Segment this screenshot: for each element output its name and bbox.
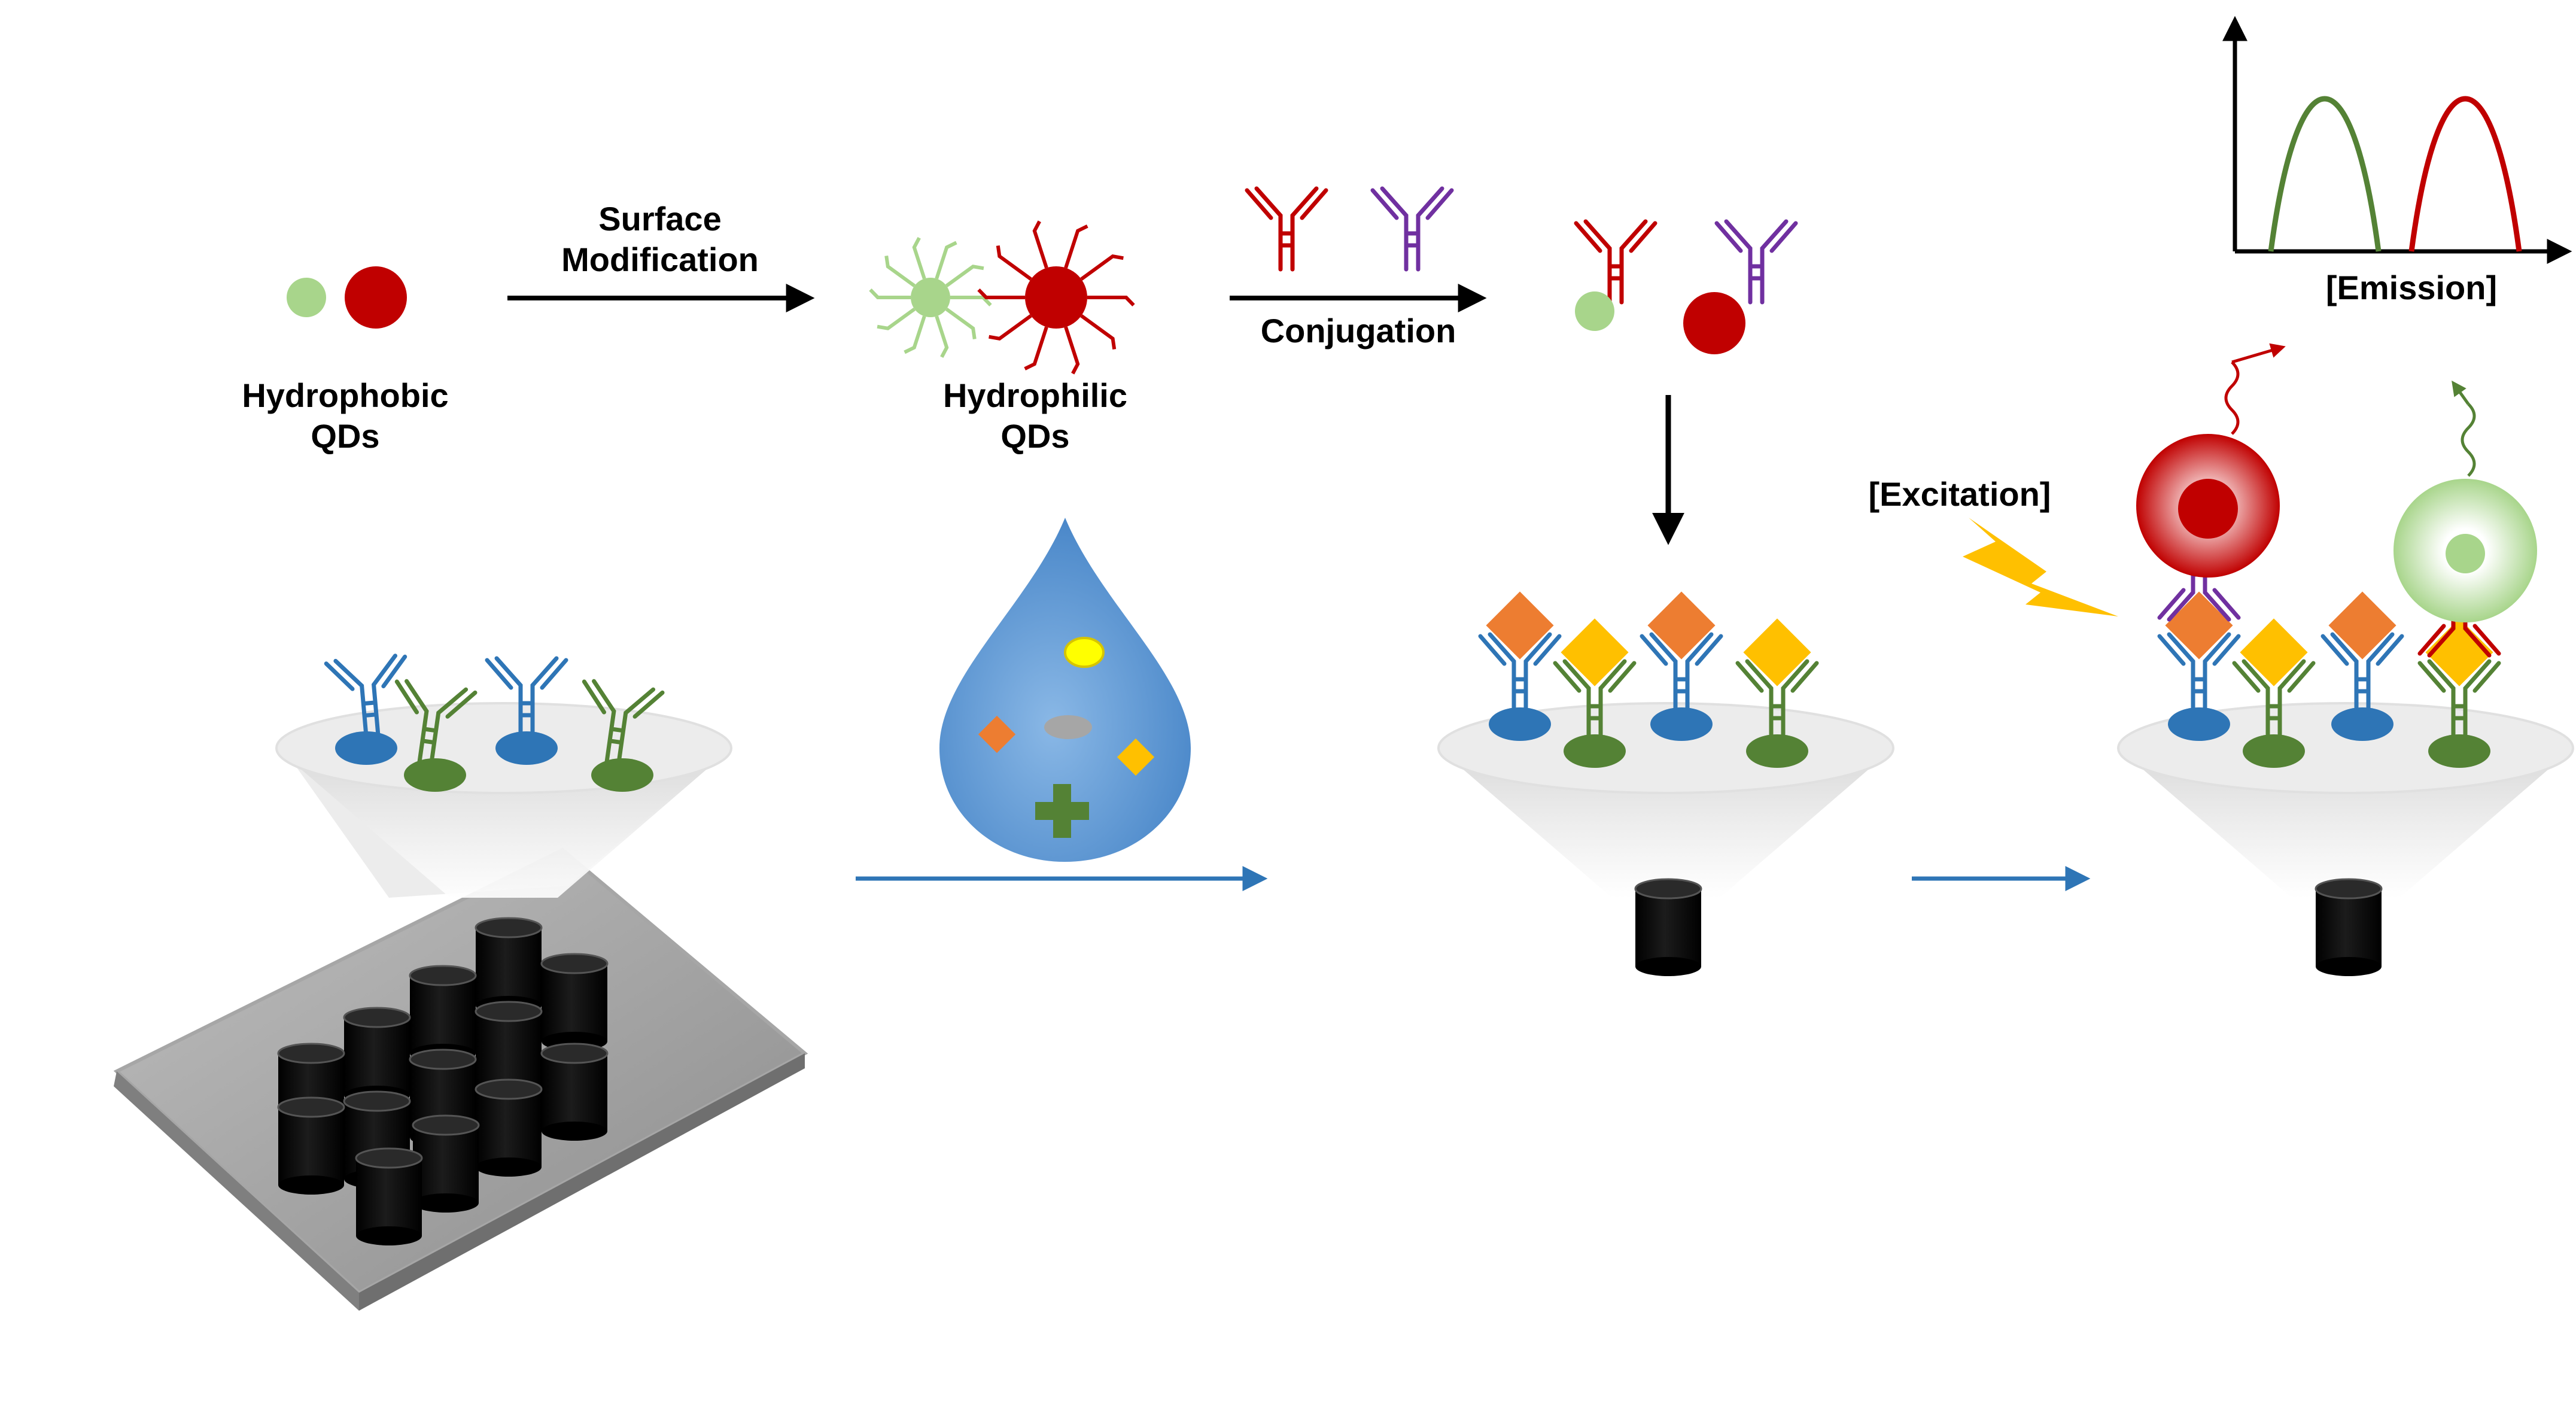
antibody-icon xyxy=(1373,189,1452,269)
capture-base xyxy=(335,731,397,765)
green-emitting-qd xyxy=(2393,380,2537,622)
well-cylinder xyxy=(277,1096,345,1196)
funnel-icon xyxy=(275,702,732,899)
ligand xyxy=(935,241,957,279)
surface-label-1: Surface xyxy=(598,200,721,238)
antigen-icon xyxy=(1064,637,1105,668)
ligand xyxy=(1064,224,1088,269)
capture-base xyxy=(2428,734,2490,768)
detector-icon xyxy=(1634,878,1702,977)
capture-base xyxy=(1650,707,1713,741)
hydrophobic-qds xyxy=(287,266,407,329)
antigen-icon xyxy=(2425,618,2493,686)
quantum-dot-icon xyxy=(911,278,950,317)
ligand xyxy=(1024,326,1048,370)
ligand xyxy=(869,288,911,299)
ligand xyxy=(977,288,1025,299)
well-cylinder xyxy=(475,1078,543,1178)
hydrophobic-label-1: Hydrophobic xyxy=(242,376,448,414)
quantum-dot-icon xyxy=(1683,292,1745,354)
capture-base xyxy=(2331,707,2393,741)
red-emitting-qd xyxy=(2136,343,2286,578)
quantum-dot-icon xyxy=(345,266,407,329)
lightning-icon xyxy=(1963,518,2118,616)
ligand xyxy=(950,296,992,307)
antigen-icon xyxy=(1035,784,1089,838)
well-cylinder xyxy=(409,965,477,1064)
quantum-dot-icon xyxy=(1575,291,1614,331)
droplet-icon xyxy=(939,518,1191,862)
emission-spectrum-icon xyxy=(2222,16,2572,264)
ligand xyxy=(1064,326,1080,375)
capture-base xyxy=(1489,707,1551,741)
antigen-icon xyxy=(1561,618,1629,686)
ligand xyxy=(935,315,949,358)
antigen-icon xyxy=(1044,715,1092,739)
ligand xyxy=(996,245,1032,281)
hydrophilic-label-2: QDs xyxy=(1000,417,1069,455)
hydrophobic-label-2: QDs xyxy=(311,417,379,455)
surface-label-2: Modification xyxy=(561,241,759,278)
antigen-icon xyxy=(2240,618,2308,686)
antibody-icon xyxy=(1576,221,1655,302)
ligand xyxy=(912,236,926,279)
well-cylinder xyxy=(355,1147,423,1247)
ligand xyxy=(989,314,1032,341)
hydrophilic-qds xyxy=(869,220,1135,375)
capture-base xyxy=(2243,734,2305,768)
ligand xyxy=(1080,314,1117,350)
quantum-dot-icon xyxy=(287,278,326,317)
well-cylinder xyxy=(343,1007,411,1106)
excitation-label: [Excitation] xyxy=(1869,475,2051,513)
capture-base xyxy=(404,758,466,792)
antibody-icon xyxy=(1717,221,1796,302)
capture-base xyxy=(1746,734,1808,768)
antigen-icon xyxy=(1743,618,1811,686)
well-cylinder xyxy=(540,953,609,1052)
ligand xyxy=(1087,296,1135,307)
ligand xyxy=(945,265,984,288)
ligand xyxy=(904,315,926,354)
well-cylinder xyxy=(540,1043,609,1142)
capture-base xyxy=(2168,707,2230,741)
hydrophilic-label-1: Hydrophilic xyxy=(943,376,1127,414)
capture-base xyxy=(591,758,653,792)
ligand xyxy=(1080,254,1124,281)
antigen-icon xyxy=(1647,591,1716,660)
green-emission-peak xyxy=(2268,96,2382,252)
emission-label: [Emission] xyxy=(2326,269,2497,306)
ligand xyxy=(945,307,977,339)
quantum-dot-icon xyxy=(1025,266,1087,329)
antigen-icon xyxy=(2328,591,2396,660)
well-cylinder xyxy=(475,917,543,1016)
antigen-icon xyxy=(2165,591,2233,660)
ligand xyxy=(1032,220,1048,269)
capture-base xyxy=(495,731,558,765)
ligand xyxy=(877,307,916,330)
detector-icon xyxy=(2315,878,2383,977)
ligand xyxy=(884,256,916,288)
capture-base xyxy=(1564,734,1626,768)
antibody-icon xyxy=(1247,189,1326,269)
well-cylinder xyxy=(412,1114,480,1214)
conjugated-qds xyxy=(1575,221,1796,354)
antigen-icon xyxy=(1486,591,1554,660)
conjugation-label: Conjugation xyxy=(1261,312,1456,350)
red-emission-peak xyxy=(2408,96,2522,252)
